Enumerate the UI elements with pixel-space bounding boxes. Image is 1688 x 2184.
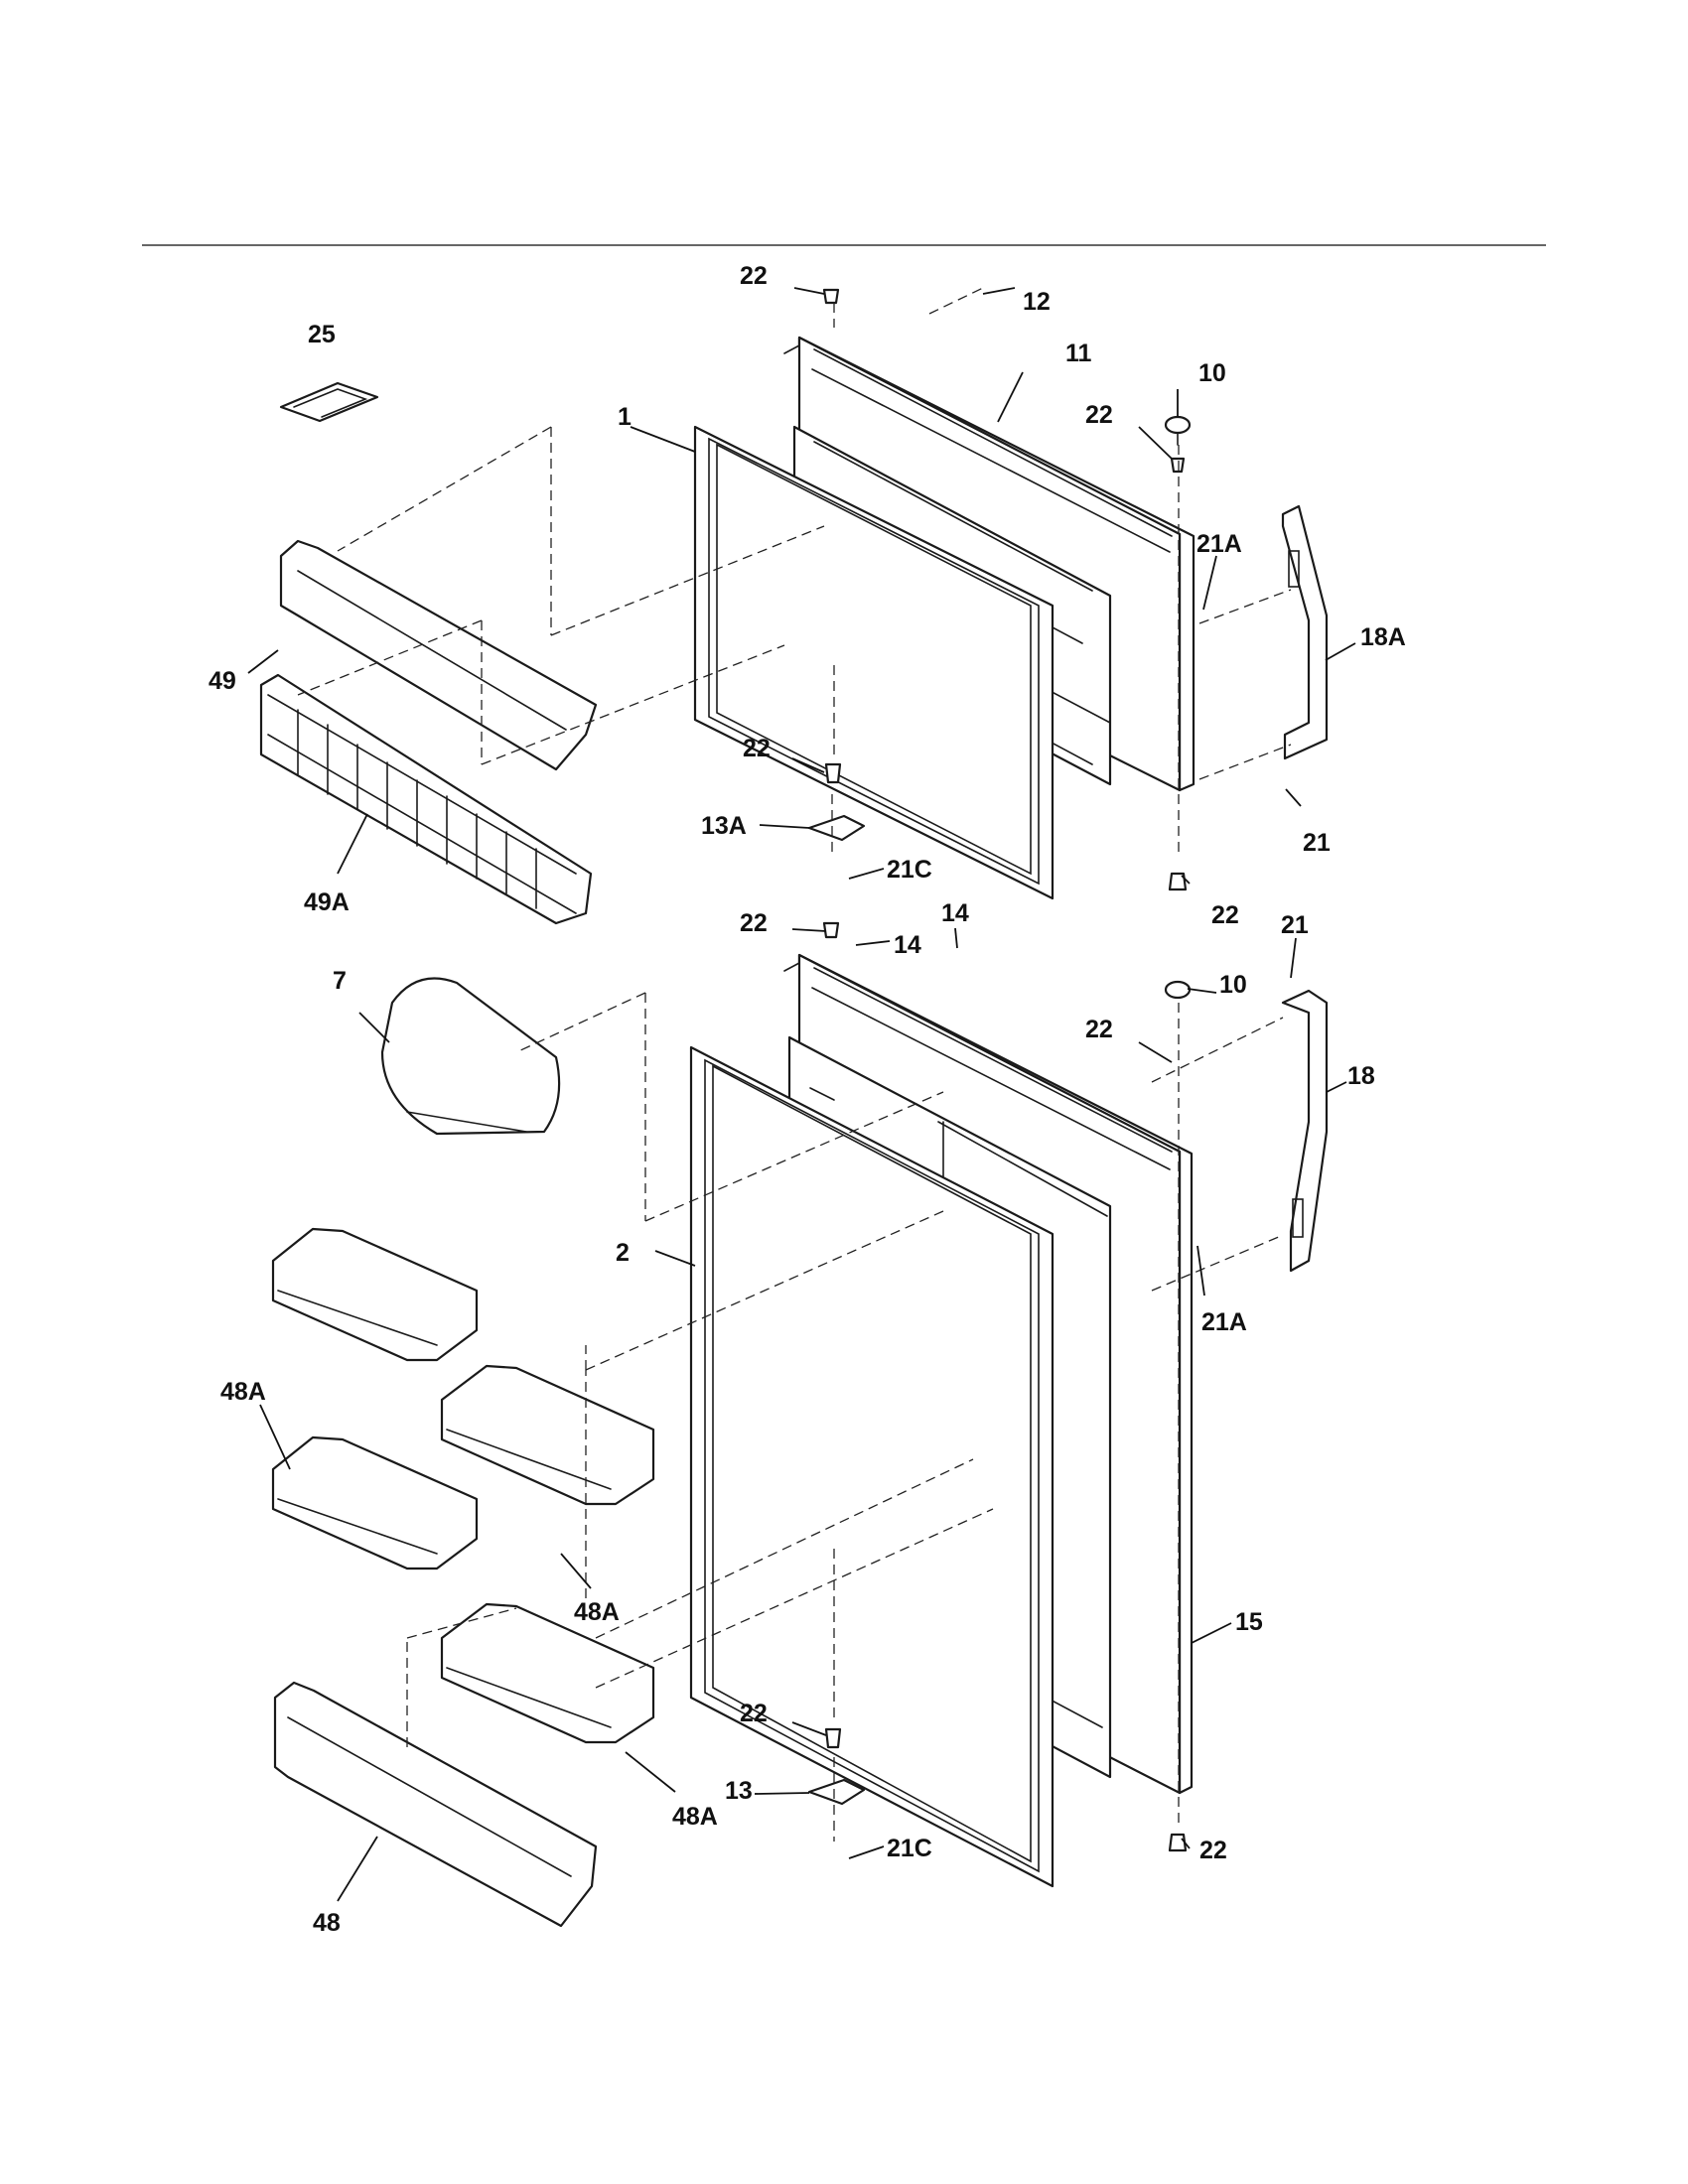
callout-label: 48 xyxy=(313,1909,341,1937)
hinge-bushing-mid xyxy=(1170,457,1186,474)
callout-label: 21C xyxy=(887,1835,932,1862)
door-stop-cap-lower xyxy=(1164,980,1192,1000)
freezer-door-shelf xyxy=(279,539,598,771)
door-bin-3 xyxy=(271,1435,479,1570)
callout-label: 11 xyxy=(1065,340,1092,367)
wire-basket xyxy=(259,673,593,925)
callout-label: 10 xyxy=(1198,359,1226,387)
callout-label: 25 xyxy=(308,321,336,348)
callout-label: 2 xyxy=(616,1239,630,1267)
callout-label: 18 xyxy=(1347,1062,1375,1090)
hinge-bushing-freezer-bottom xyxy=(824,762,842,784)
bottom-door-shelf xyxy=(273,1681,598,1928)
freezer-handle xyxy=(1281,504,1329,760)
callout-label: 49 xyxy=(209,667,236,695)
callouts: 22 12 25 11 10 1 22 21A 18A 49 22 49A 13… xyxy=(209,262,1406,1937)
callout-label: 21C xyxy=(887,856,932,884)
hinge-bushing-fresh-bottom xyxy=(824,1727,842,1749)
door-stop-cap xyxy=(1164,415,1192,446)
leader-lines xyxy=(247,287,1356,1902)
callout-label: 22 xyxy=(740,1700,768,1727)
freezer-door-gasket xyxy=(693,425,1055,900)
dairy-container xyxy=(380,977,561,1136)
callout-label: 22 xyxy=(1199,1837,1227,1864)
callout-label: 22 xyxy=(1085,1016,1113,1043)
callout-label: 14 xyxy=(894,931,921,959)
callout-label: 10 xyxy=(1219,971,1247,999)
door-bin-1 xyxy=(271,1227,479,1362)
callout-label: 1 xyxy=(618,403,632,431)
ice-tray xyxy=(279,381,379,423)
callout-label: 22 xyxy=(743,735,771,762)
door-bin-4 xyxy=(440,1602,655,1744)
callout-label: 22 xyxy=(1211,901,1239,929)
callout-label: 48A xyxy=(672,1803,718,1831)
callout-label: 22 xyxy=(740,909,768,937)
hinge-bushing-top xyxy=(822,288,840,305)
callout-label: 21A xyxy=(1196,530,1242,558)
fresh-food-handle xyxy=(1281,989,1329,1273)
callout-label: 14 xyxy=(941,899,969,927)
callout-label: 48A xyxy=(574,1598,620,1626)
callout-label: 7 xyxy=(333,967,347,995)
callout-label: 49A xyxy=(304,888,350,916)
callout-label: 15 xyxy=(1235,1608,1263,1636)
hinge-bushing-fresh-top xyxy=(822,921,840,939)
door-bin-2 xyxy=(440,1364,655,1506)
callout-label: 22 xyxy=(740,262,768,290)
callout-label: 12 xyxy=(1023,288,1051,316)
callout-label: 21A xyxy=(1201,1308,1247,1336)
callout-label: 13A xyxy=(701,812,747,840)
callout-label: 13 xyxy=(725,1777,753,1805)
callout-label: 21 xyxy=(1281,911,1309,939)
callout-label: 18A xyxy=(1360,623,1406,651)
alignment-lines xyxy=(297,287,1292,1842)
fresh-food-door-gasket xyxy=(689,1045,1055,1888)
callout-label: 48A xyxy=(220,1378,266,1406)
hinge-bracket-13A xyxy=(807,814,866,842)
hinge-bracket-13 xyxy=(807,1778,866,1806)
callout-label: 21 xyxy=(1303,829,1331,857)
callout-label: 22 xyxy=(1085,401,1113,429)
